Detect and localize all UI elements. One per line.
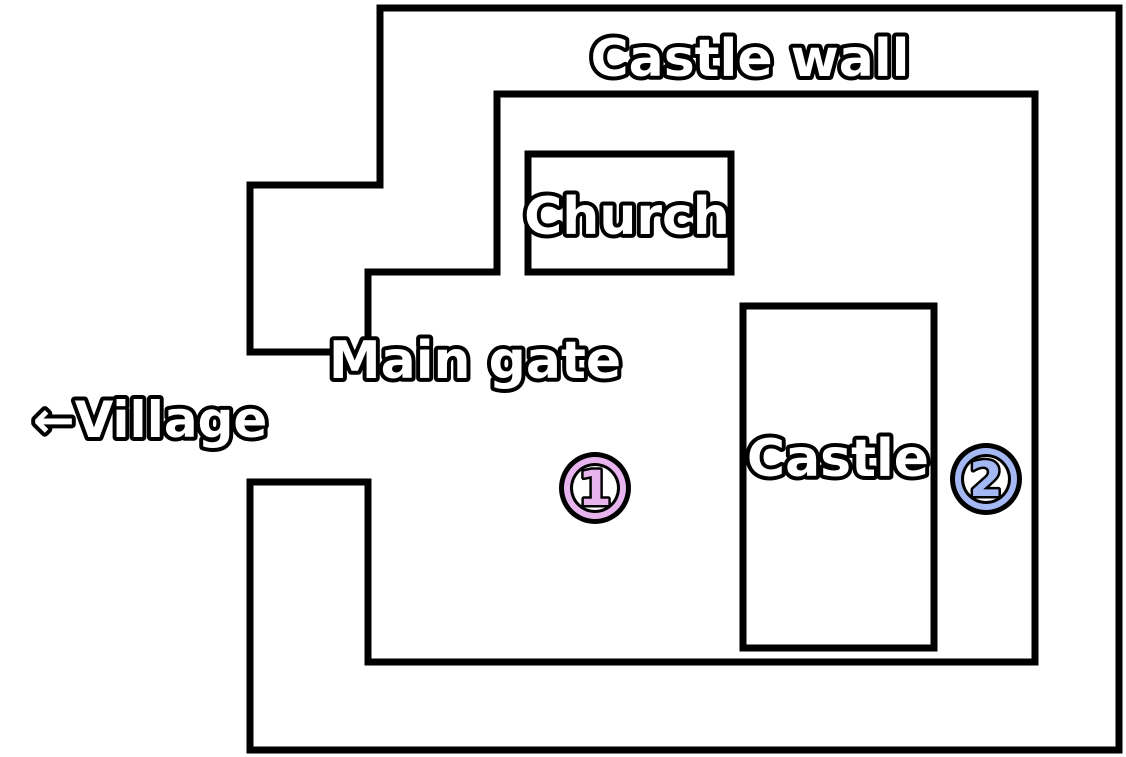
church-label: Church xyxy=(524,187,730,247)
main-gate-label: Main gate xyxy=(329,331,621,391)
castle-building xyxy=(739,302,938,652)
marker-1: 1 xyxy=(559,452,631,524)
marker-2-face xyxy=(964,457,1008,501)
marker-2: 2 xyxy=(950,443,1022,515)
outer-wall xyxy=(246,4,1123,754)
inner-wall xyxy=(364,90,1039,666)
village-label: ←Village xyxy=(33,391,268,449)
castle-wall-label: Castle wall xyxy=(590,29,909,89)
church-building xyxy=(524,150,735,276)
marker-1-number: 1 xyxy=(578,461,611,517)
marker-2-number: 2 xyxy=(969,452,1002,508)
marker-1-face xyxy=(573,466,617,510)
castle-label: Castle xyxy=(747,429,929,489)
